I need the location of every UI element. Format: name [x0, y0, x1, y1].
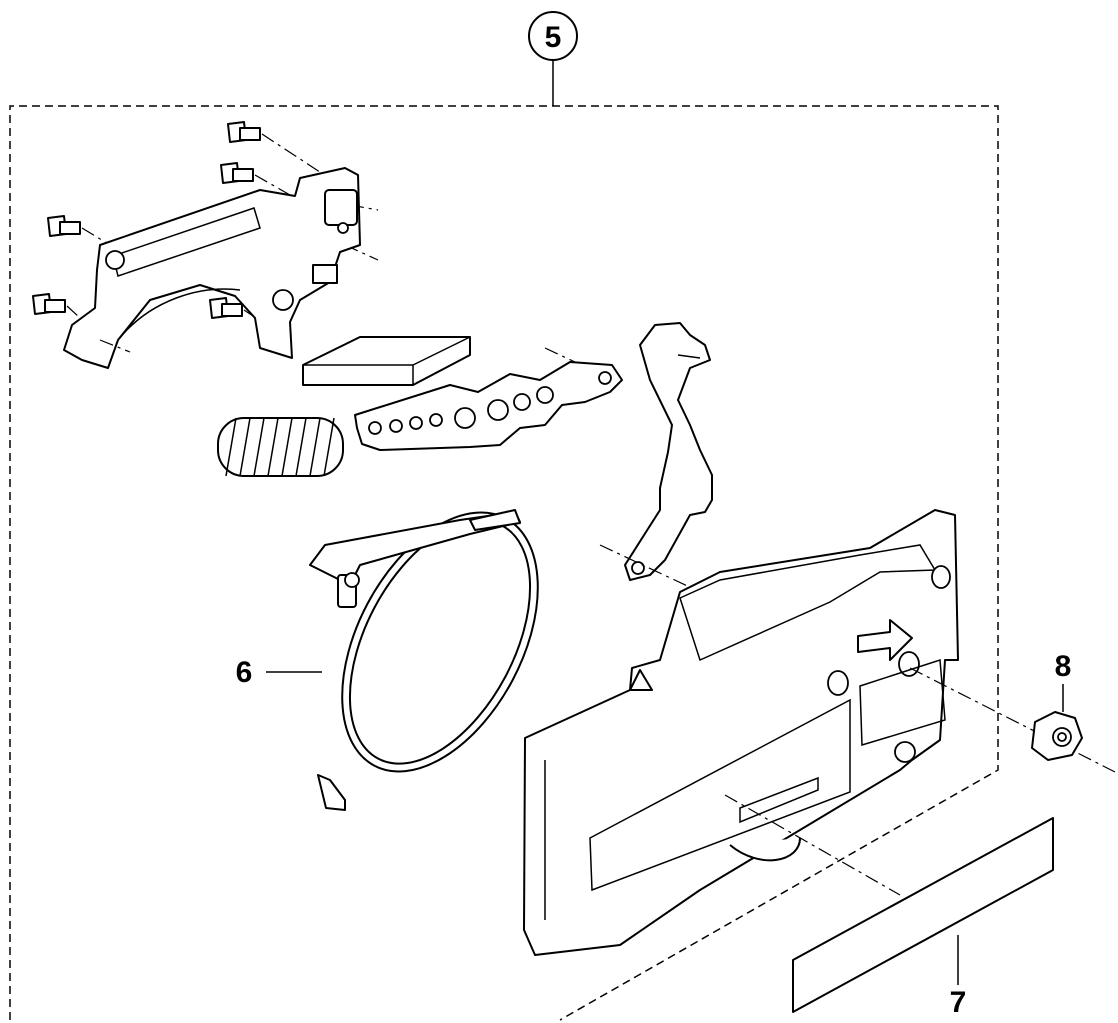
- axis-line: [66, 305, 81, 319]
- screw[interactable]: [227, 121, 261, 143]
- flat-pad[interactable]: [302, 336, 471, 386]
- brake-band[interactable]: [302, 480, 578, 811]
- callout-8-label: 8: [1055, 650, 1072, 683]
- label-plate[interactable]: [792, 817, 1054, 1013]
- callout-7-label: 7: [950, 986, 967, 1019]
- callout-5-circle: [528, 11, 578, 61]
- axis-line: [724, 794, 901, 896]
- callout-8[interactable]: 8: [1055, 650, 1072, 712]
- callout-6-label: 6: [236, 656, 253, 689]
- callout-5-label: 5: [545, 21, 562, 54]
- spring[interactable]: [217, 417, 344, 477]
- axis-line: [909, 667, 1116, 773]
- chain-brake-cover[interactable]: [523, 509, 959, 956]
- screw[interactable]: [32, 293, 66, 315]
- screw[interactable]: [209, 297, 243, 319]
- assembly-boundary: [9, 60, 999, 1021]
- callout-5[interactable]: 5: [528, 11, 578, 61]
- screw[interactable]: [220, 162, 254, 184]
- brake-bracket[interactable]: [63, 167, 361, 369]
- nut[interactable]: [1031, 711, 1083, 761]
- callout-7[interactable]: 7: [950, 935, 967, 1019]
- callout-6[interactable]: 6: [236, 656, 322, 689]
- screw[interactable]: [47, 215, 81, 237]
- axis-line: [254, 174, 291, 196]
- link-arm[interactable]: [354, 347, 623, 451]
